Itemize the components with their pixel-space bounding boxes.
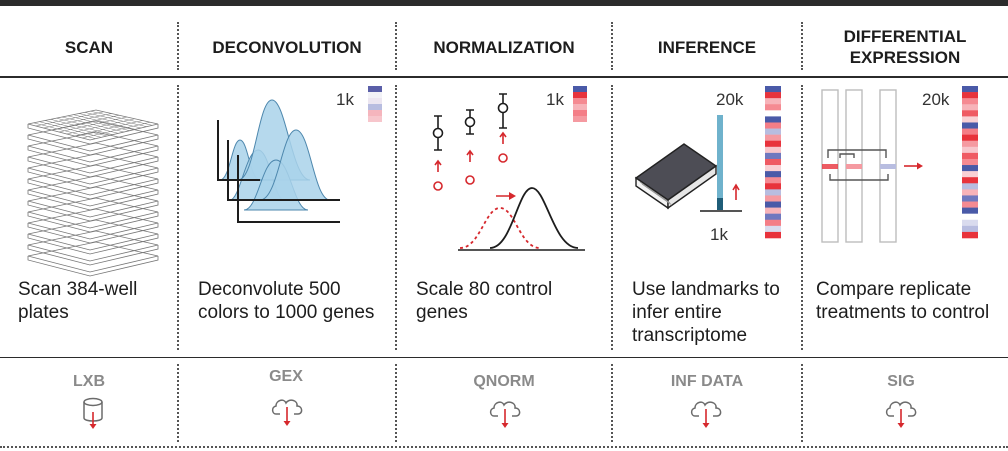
column-separator bbox=[177, 85, 179, 350]
bottom-border bbox=[0, 446, 1008, 448]
column-separator bbox=[177, 364, 179, 442]
norm-count-label: 1k bbox=[546, 90, 564, 109]
stage-title-scan: SCAN bbox=[64, 37, 114, 57]
deconv-count-label: 1k bbox=[336, 90, 354, 109]
output-label-inf-data: INF DATA bbox=[670, 373, 744, 390]
column-separator bbox=[395, 364, 397, 442]
normalization-illustration bbox=[432, 93, 585, 251]
output-label-sig: SIG bbox=[887, 373, 915, 390]
stage-title-normalization: NORMALIZATION bbox=[433, 37, 575, 57]
deconvolution-peaks-illustration bbox=[217, 99, 340, 223]
stage-description-deconvolution: Deconvolute 500 colors to 1000 genes bbox=[198, 279, 375, 323]
database-download-icon[interactable] bbox=[80, 396, 106, 432]
output-label-gex: GEX bbox=[269, 368, 303, 385]
column-separator bbox=[801, 85, 803, 350]
column-separator bbox=[611, 364, 613, 442]
column-separator bbox=[801, 364, 803, 442]
column-separator bbox=[801, 22, 803, 70]
stage-title-inference: INFERENCE bbox=[657, 37, 757, 57]
stage-description-normalization: Scale 80 control genes bbox=[416, 279, 553, 323]
column-separator bbox=[611, 22, 613, 70]
output-label-lxb: LXB bbox=[73, 373, 105, 390]
cloud-download-icon[interactable] bbox=[689, 396, 725, 432]
stage-description-differential-expression: Compare replicate treatments to control bbox=[816, 279, 990, 323]
output-label-qnorm: QNORM bbox=[473, 373, 535, 390]
top-border bbox=[0, 0, 1008, 6]
norm-heatmap-strip bbox=[573, 86, 587, 122]
stage-title-deconvolution: DECONVOLUTION bbox=[212, 37, 362, 57]
inference-top-count: 20k bbox=[716, 90, 744, 109]
replicate-columns-illustration bbox=[821, 89, 923, 243]
cloud-download-icon[interactable] bbox=[884, 396, 920, 432]
column-separator bbox=[177, 22, 179, 70]
stage-description-inference: Use landmarks to infer entire transcript… bbox=[632, 279, 780, 346]
stage-description-scan: Scan 384-well plates bbox=[18, 279, 138, 323]
cloud-download-icon[interactable] bbox=[488, 396, 524, 432]
column-separator bbox=[395, 22, 397, 70]
stage-title-differential-expression: DIFFERENTIAL EXPRESSION bbox=[843, 27, 967, 67]
inference-bar-illustration bbox=[700, 115, 742, 212]
header-divider bbox=[0, 76, 1008, 78]
deconv-heatmap-strip bbox=[368, 86, 382, 122]
cloud-download-icon[interactable] bbox=[270, 394, 306, 430]
diffexp-heatmap-column bbox=[962, 86, 978, 239]
inference-heatmap-column bbox=[765, 86, 781, 239]
output-divider bbox=[0, 357, 1008, 358]
column-separator bbox=[395, 85, 397, 350]
inference-bottom-count: 1k bbox=[710, 225, 728, 244]
landmark-book-icon bbox=[634, 143, 718, 210]
diffexp-count-label: 20k bbox=[922, 90, 950, 109]
column-separator bbox=[611, 85, 613, 350]
plate-stack-illustration bbox=[27, 109, 159, 277]
